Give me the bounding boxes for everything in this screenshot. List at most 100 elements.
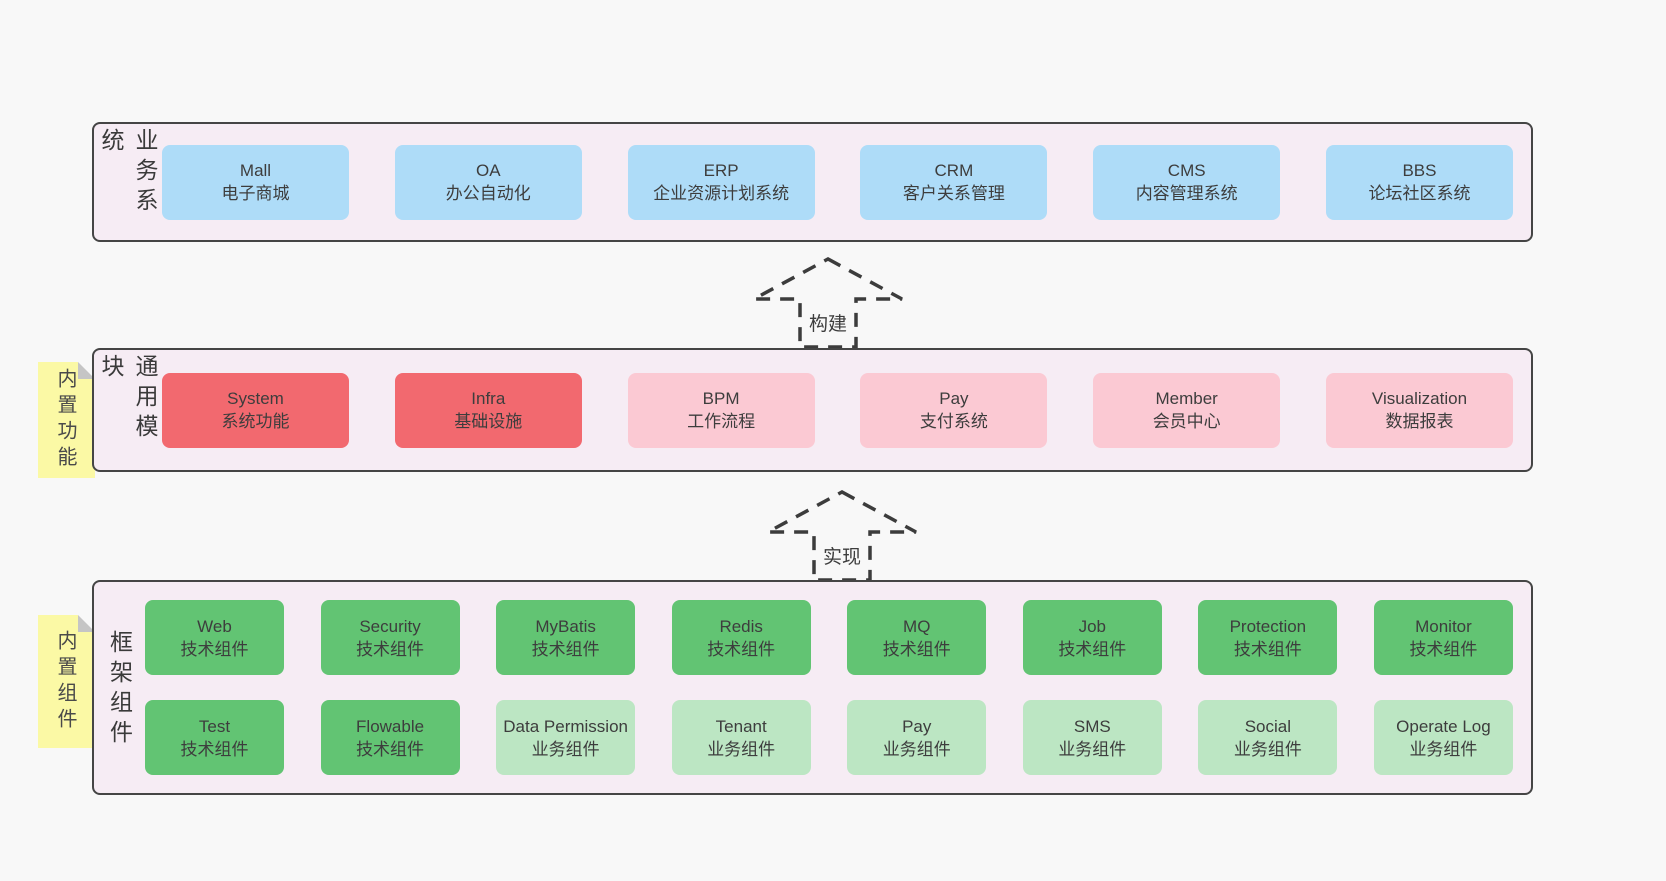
sticky-note-label: 内置功能 [54, 368, 76, 472]
box-subtitle: 业务组件 [707, 739, 776, 759]
layer-label-framework-components: 框架组件 [106, 629, 133, 750]
box-title: Job [1078, 616, 1107, 636]
module-box-flowable: Flowable 技术组件 [320, 700, 460, 775]
box-subtitle: 技术组件 [356, 639, 425, 659]
box-title: Mall [239, 161, 272, 180]
box-subtitle: 技术组件 [180, 639, 249, 659]
box-title: Monitor [1415, 616, 1472, 636]
box-subtitle: 技术组件 [707, 639, 776, 659]
module-box-mybatis: MyBatis 技术组件 [496, 600, 636, 675]
dashed-up-arrow-icon [753, 257, 903, 349]
box-title: Social [1244, 716, 1292, 736]
box-subtitle: 业务组件 [882, 739, 951, 759]
dashed-up-arrow-icon [767, 490, 917, 582]
module-box-test: Test 技术组件 [145, 700, 284, 775]
build-arrow: 构建 [748, 255, 908, 351]
box-subtitle: 工作流程 [687, 412, 756, 431]
box-title: Test [198, 716, 231, 736]
module-box-operate-log: Operate Log 业务组件 [1373, 700, 1513, 775]
box-title: SMS [1073, 716, 1111, 736]
box-title: Pay [902, 716, 932, 736]
box-subtitle: 基础设施 [454, 412, 523, 431]
box-title: MyBatis [535, 616, 596, 636]
box-subtitle: 业务组件 [1058, 739, 1127, 759]
layer-common-modules: 通用模块 System 系统功能 Infra 基础设施 BPM 工作流程 Pay 支付系统 Me… [92, 348, 1533, 472]
module-box-social: Social 业务组件 [1198, 700, 1338, 775]
layer-label-common-modules: 通用模块 [98, 354, 158, 444]
box-title: Redis [719, 616, 763, 636]
box-title: Visualization [1371, 389, 1468, 408]
box-subtitle: 技术组件 [356, 739, 425, 759]
box-title: Protection [1229, 616, 1307, 636]
module-box-sms: SMS 业务组件 [1022, 700, 1162, 775]
box-title: Flowable [356, 716, 425, 736]
box-subtitle: 电子商城 [221, 184, 290, 203]
box-subtitle: 内容管理系统 [1135, 184, 1238, 203]
module-box-tenant: Tenant 业务组件 [671, 700, 811, 775]
module-box-pay: Pay 支付系统 [860, 372, 1048, 448]
box-title: BBS [1402, 161, 1437, 180]
module-box-redis: Redis 技术组件 [671, 600, 811, 675]
module-box-data-permission: Data Permission 业务组件 [496, 700, 636, 775]
module-box-pay: Pay 业务组件 [847, 700, 987, 775]
box-subtitle: 技术组件 [1409, 639, 1478, 659]
box-subtitle: 技术组件 [882, 639, 951, 659]
box-title: Security [359, 616, 421, 636]
box-subtitle: 客户关系管理 [902, 184, 1005, 203]
box-title: CMS [1167, 161, 1206, 180]
implement-arrow: 实现 [762, 488, 922, 584]
box-title: Tenant [715, 716, 767, 736]
box-subtitle: 系统功能 [221, 412, 290, 431]
sticky-note-label: 内置组件 [54, 629, 76, 734]
box-title: Pay [939, 389, 969, 408]
module-box-bpm: BPM 工作流程 [627, 372, 815, 448]
box-subtitle: 业务组件 [531, 739, 600, 759]
module-box-protection: Protection 技术组件 [1198, 600, 1338, 675]
box-subtitle: 技术组件 [180, 739, 249, 759]
module-box-infra: Infra 基础设施 [394, 372, 582, 448]
box-title: CRM [934, 161, 974, 180]
sticky-note-built-in-components: 内置组件 [38, 615, 95, 748]
box-title: ERP [703, 161, 739, 180]
module-box-security: Security 技术组件 [320, 600, 460, 675]
box-subtitle: 支付系统 [919, 412, 988, 431]
box-title: Web [197, 616, 232, 636]
box-title: Member [1155, 389, 1218, 408]
module-box-bbs: BBS 论坛社区系统 [1325, 144, 1513, 220]
module-box-cms: CMS 内容管理系统 [1093, 144, 1281, 220]
box-subtitle: 技术组件 [531, 639, 600, 659]
box-title: Data Permission [503, 716, 628, 736]
box-subtitle: 技术组件 [1233, 639, 1302, 659]
module-box-job: Job 技术组件 [1022, 600, 1162, 675]
module-box-system: System 系统功能 [162, 372, 349, 448]
box-subtitle: 技术组件 [1058, 639, 1127, 659]
layer-label-business-systems: 业务系统 [98, 128, 158, 218]
module-box-monitor: Monitor 技术组件 [1373, 600, 1513, 675]
box-title: MQ [903, 616, 931, 636]
box-title: System [227, 389, 284, 408]
box-subtitle: 业务组件 [1233, 739, 1302, 759]
module-box-oa: OA 办公自动化 [394, 144, 582, 220]
box-title: Operate Log [1396, 716, 1491, 736]
module-box-web: Web 技术组件 [145, 600, 284, 675]
box-title: BPM [702, 389, 740, 408]
box-subtitle: 业务组件 [1409, 739, 1478, 759]
sticky-note-built-in-features: 内置功能 [38, 362, 95, 478]
box-subtitle: 办公自动化 [445, 184, 531, 203]
box-title: Infra [471, 389, 506, 408]
module-box-mall: Mall 电子商城 [162, 144, 349, 220]
box-title: OA [476, 161, 501, 180]
box-subtitle: 论坛社区系统 [1368, 184, 1471, 203]
